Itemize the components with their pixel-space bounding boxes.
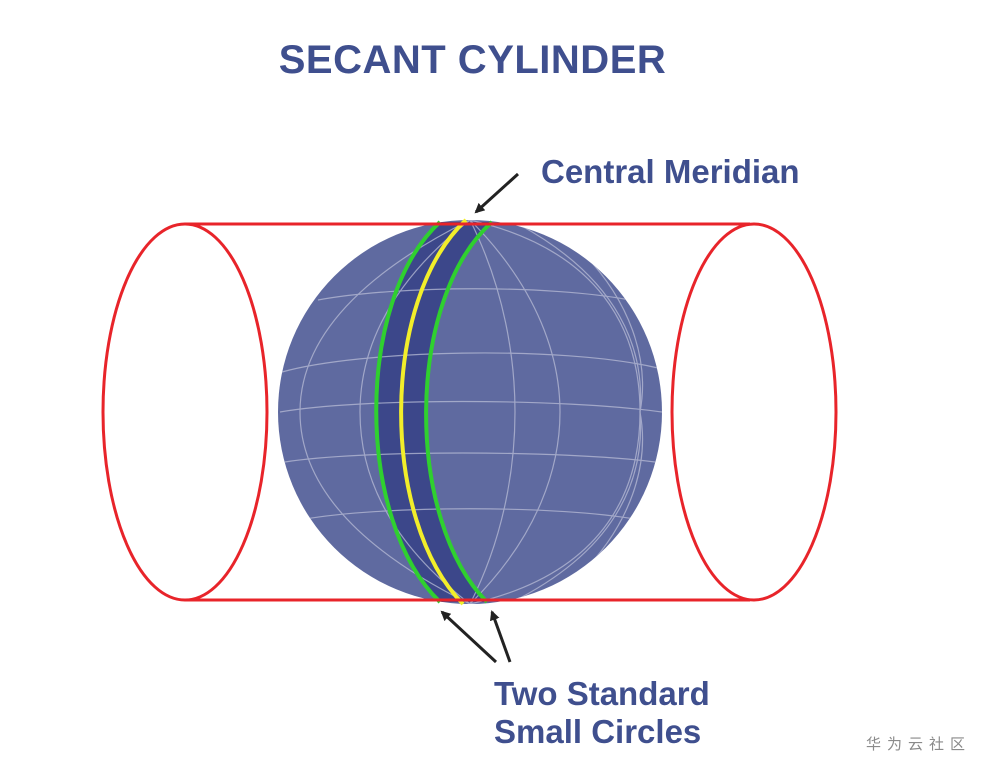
cylinder-left-end [101,222,269,602]
central-meridian-arrow [474,172,520,214]
watermark: 华为云社区 [865,735,971,753]
secant-band [376,222,492,602]
standard-circles-label: Two Standard Small Circles [494,675,710,751]
central-meridian-line [399,218,468,606]
graticule [279,220,662,604]
standard-circle-right [424,220,494,604]
globe [278,218,662,606]
standard-circle-arrow-right [490,610,512,663]
standard-circles-label-line2: Small Circles [494,713,702,750]
central-meridian-label: Central Meridian [541,153,800,190]
standard-circle-left [374,220,442,604]
cylinder-right-end [670,222,838,602]
standard-circle-arrow-left [440,610,498,664]
standard-circles-label-line1: Two Standard [494,675,710,712]
diagram-title: SECANT CYLINDER [278,38,667,82]
